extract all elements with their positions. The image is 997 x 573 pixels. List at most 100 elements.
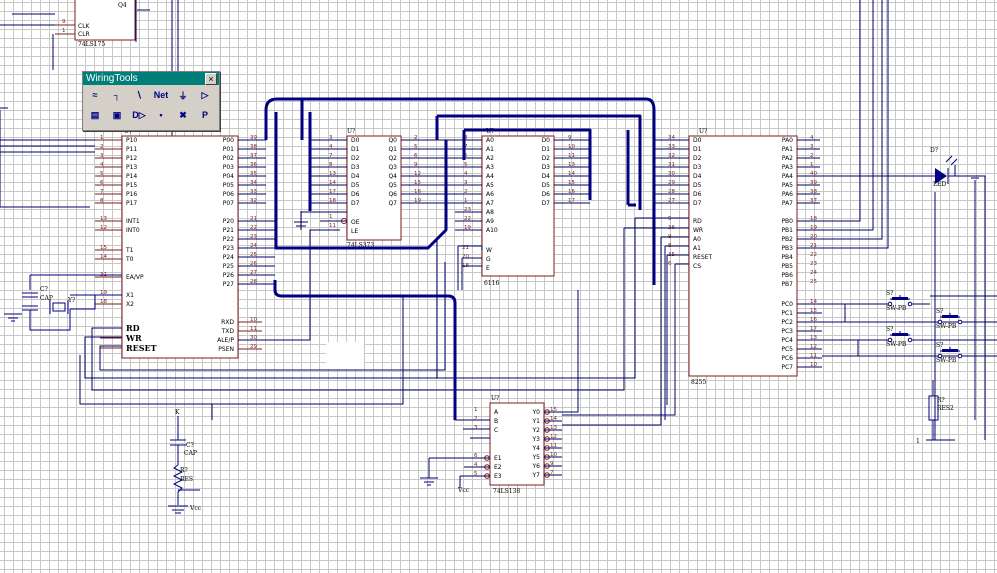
- mem-pin-num: 5: [464, 162, 468, 168]
- dec-pin-num: 11: [550, 443, 557, 449]
- ppi-pin-pb0: PB0: [781, 218, 793, 225]
- mcu-pin-num: 33: [250, 189, 257, 195]
- chip-memory-6116[interactable]: U? 6116 A08A17A26A35A44A53A62A71A823A922…: [462, 128, 575, 287]
- mcu-pin-num: 11: [250, 326, 257, 332]
- port-tool-icon[interactable]: ▷: [201, 89, 209, 100]
- dec-pin-y2: Y2: [532, 427, 541, 434]
- q4-pin-clr: CLR: [78, 31, 90, 38]
- mcu-pin-x1: X1: [126, 292, 134, 299]
- ppi-pin-num: 23: [810, 261, 817, 267]
- ppi-pin-pa7: PA7: [782, 200, 793, 207]
- latch-pin-num: 7: [329, 153, 333, 159]
- mcu-pin-num: 25: [250, 252, 257, 258]
- dec-pin-num: 14: [550, 416, 557, 422]
- mcu-pin-num: 5: [100, 171, 104, 177]
- ppi-pin-d1: D1: [693, 146, 702, 153]
- res1-ref: R?: [180, 467, 188, 474]
- sheet-tool-icon[interactable]: ▣: [112, 109, 122, 120]
- mem-pin-a6: A6: [486, 191, 494, 198]
- dec-pin-num: 1: [474, 407, 478, 413]
- mem-pin-num: 3: [464, 180, 468, 186]
- latch-pin-num: 4: [329, 144, 333, 150]
- ppi-pin-num: 27: [668, 198, 675, 204]
- mcu-pin-rd: RD: [126, 323, 140, 333]
- ground-tool-icon[interactable]: ⏚: [178, 90, 188, 101]
- chip-q4[interactable]: Q4 CLK CLR 74LS175 91: [55, 0, 136, 48]
- ppi-pin-num: 13: [810, 335, 817, 341]
- dec-pin-y0: Y0: [532, 409, 541, 416]
- sheet-entry-tool-icon[interactable]: D▷: [132, 109, 146, 120]
- mcu-pin-t0: T0: [125, 256, 134, 263]
- svg-text:1: 1: [62, 28, 66, 34]
- mem-pin-d1: D1: [542, 146, 551, 153]
- ppi-ref: U?: [699, 128, 707, 135]
- ppi-pin-num: 31: [668, 162, 675, 168]
- ppi-pin-pc2: PC2: [781, 319, 793, 326]
- mem-pin-d0: D0: [542, 137, 551, 144]
- latch-pin-num: 12: [414, 171, 421, 177]
- power-port-tool-icon[interactable]: P: [201, 110, 208, 120]
- latch-pin-q3: Q3: [388, 164, 397, 171]
- ppi-pin-num: 28: [668, 189, 675, 195]
- crystal-circuit[interactable]: C? CAP Y?: [4, 274, 122, 331]
- ppi-pin-num: 15: [810, 308, 817, 314]
- mcu-pin-num: 34: [250, 180, 257, 186]
- dec-pin-num: 13: [550, 425, 557, 431]
- reset-circuit[interactable]: K C? CAP R? RES Vcc Vcc: [168, 409, 470, 514]
- ppi-pin-reset: RESET: [693, 254, 713, 261]
- wiring-tools-palette[interactable]: WiringTools × ≈ ┐ ∖ Net ⏚ ▷ ▤ ▣ D▷ • ✖ P: [82, 71, 220, 131]
- bus-entry-tool-icon[interactable]: ∖: [136, 89, 142, 100]
- mem-pin-num: 20: [462, 254, 469, 260]
- dec-pin-num: 2: [474, 416, 478, 422]
- latch-pin-d6: D6: [351, 191, 360, 198]
- ppi-pin-pa5: PA5: [782, 182, 793, 189]
- data-bus[interactable]: [264, 97, 656, 420]
- ppi-pin-pb4: PB4: [781, 254, 793, 261]
- resistor-r2[interactable]: R? RES2 1: [916, 380, 954, 445]
- mem-pin-a7: A7: [486, 200, 494, 207]
- dec-type: 74LS138: [493, 488, 520, 495]
- ppi-pin-pa2: PA2: [782, 155, 793, 162]
- mem-pin-d5: D5: [542, 182, 551, 189]
- close-icon[interactable]: ×: [205, 73, 217, 85]
- dec-pin-y5: Y5: [532, 454, 541, 461]
- mcu-pin-num: 32: [250, 198, 257, 204]
- junction-tool-icon[interactable]: •: [159, 110, 163, 120]
- mem-pin-num: 14: [568, 171, 575, 177]
- mem-pin-num: 10: [568, 144, 575, 150]
- mcu-pin-num: 12: [100, 225, 107, 231]
- ppi-pin-num: 33: [668, 144, 675, 150]
- no-erc-tool-icon[interactable]: ✖: [179, 109, 187, 120]
- dec-pin-b: B: [494, 418, 498, 425]
- dec-pin-num: 12: [550, 434, 557, 440]
- chip-mcu[interactable]: U?P101P112P123P134P145P156P167P178INT113…: [95, 128, 262, 359]
- ppi-pin-d3: D3: [693, 164, 702, 171]
- latch-pin-num: 13: [329, 171, 336, 177]
- latch-pin-num: 11: [329, 223, 336, 229]
- mcu-pin-num: 10: [250, 317, 257, 323]
- bus-tool-icon[interactable]: ┐: [113, 90, 121, 100]
- switch-value: SW-PB: [886, 305, 907, 312]
- palette-title-bar[interactable]: WiringTools ×: [83, 72, 219, 85]
- cap2-value: CAP: [184, 450, 197, 457]
- part-tool-icon[interactable]: ▤: [90, 109, 100, 120]
- led-d1[interactable]: D? LED: [908, 147, 968, 188]
- net-tool-icon[interactable]: Net: [153, 90, 169, 100]
- mcu-pin-p01: P01: [223, 146, 234, 153]
- mcu-pin-p00: P00: [223, 137, 234, 144]
- latch-pin-d5: D5: [351, 182, 360, 189]
- ppi-pin-num: 4: [810, 135, 814, 141]
- ppi-pin-num: 5: [668, 216, 672, 222]
- mcu-pin-num: 15: [100, 245, 107, 251]
- switch-value: SW-PB: [936, 323, 957, 330]
- mcu-pin-num: 23: [250, 234, 257, 240]
- dec-pin-num: 7: [550, 470, 554, 476]
- mcu-pin-num: 26: [250, 261, 257, 267]
- ppi-pin-num: 40: [810, 171, 817, 177]
- wire-tool-icon[interactable]: ≈: [92, 90, 98, 100]
